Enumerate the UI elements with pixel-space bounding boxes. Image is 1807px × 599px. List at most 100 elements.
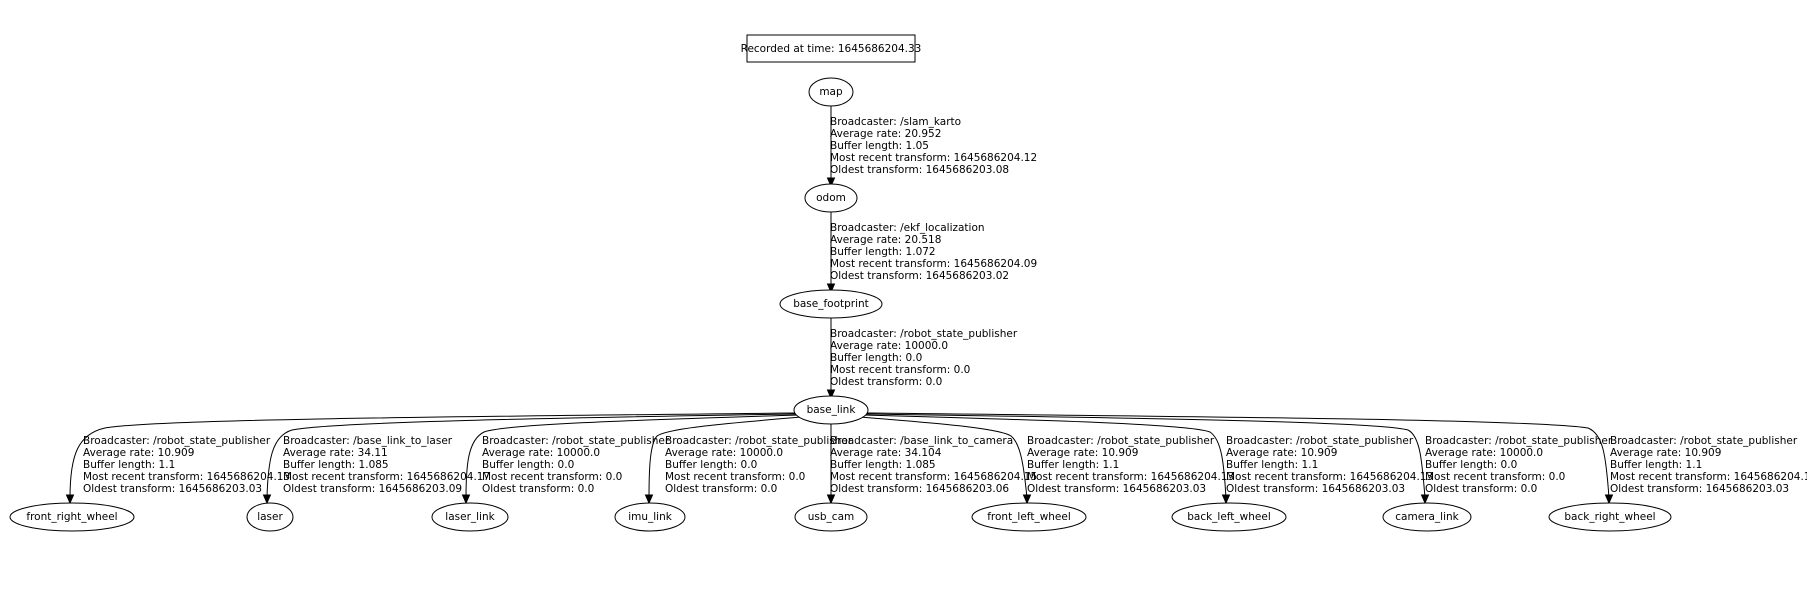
- label-recent: Most recent transform: 1645686204.09: [830, 258, 1037, 270]
- node-base-link[interactable]: base_link: [793, 395, 869, 425]
- label-recent: Most recent transform: 0.0: [1425, 471, 1565, 483]
- label-odom-base-footprint: Broadcaster: /ekf_localization Average r…: [830, 222, 1037, 282]
- node-label: base_footprint: [793, 298, 869, 310]
- node-label: map: [819, 86, 843, 98]
- node-shape: [614, 502, 686, 532]
- edge-line: [648, 416, 803, 499]
- node-shape: [1171, 502, 1287, 532]
- label-broadcaster: Broadcaster: /robot_state_publisher: [482, 435, 670, 447]
- node-odom[interactable]: odom: [804, 183, 858, 213]
- node-label: back_left_wheel: [1187, 511, 1271, 523]
- node-usb-cam[interactable]: usb_cam: [794, 502, 868, 532]
- label-buffer: Buffer length: 1.05: [830, 140, 929, 152]
- label-oldest: Oldest transform: 1645686203.02: [830, 270, 1009, 282]
- label-broadcaster: Broadcaster: /robot_state_publisher: [1027, 435, 1215, 447]
- label-oldest: Oldest transform: 1645686203.09: [283, 483, 462, 495]
- label-recent: Most recent transform: 0.0: [830, 364, 970, 376]
- edge-base-footprint-base-link: [826, 318, 836, 400]
- edge-arrowhead: [1221, 494, 1231, 505]
- node-shape: [1548, 502, 1672, 532]
- edge-arrowhead: [1420, 494, 1430, 505]
- label-rate: Average rate: 10000.0: [482, 447, 600, 459]
- node-shape: [793, 395, 869, 425]
- label-recent: Most recent transform: 1645686204.13: [1610, 471, 1807, 483]
- edge-line: [859, 416, 1028, 499]
- label-broadcaster: Broadcaster: /base_link_to_laser: [283, 435, 453, 447]
- edge-base-link-front-left-wheel: [859, 416, 1032, 505]
- node-shape: [804, 183, 858, 213]
- node-label: laser_link: [445, 511, 495, 523]
- label-base-link-laser-link: Broadcaster: /robot_state_publisher Aver…: [482, 435, 670, 495]
- label-base-link-laser: Broadcaster: /base_link_to_laser Average…: [283, 435, 490, 495]
- node-imu-link[interactable]: imu_link: [614, 502, 686, 532]
- edge-line: [266, 413, 797, 499]
- label-rate: Average rate: 10000.0: [830, 340, 948, 352]
- label-oldest: Oldest transform: 1645686203.03: [1610, 483, 1789, 495]
- edge-arrowhead: [461, 494, 471, 505]
- node-label: front_right_wheel: [26, 511, 117, 523]
- edge-base-link-camera-link: [865, 413, 1430, 505]
- edge-base-link-back-right-wheel: [866, 412, 1614, 505]
- node-label: laser: [257, 511, 283, 523]
- node-base-footprint[interactable]: base_footprint: [779, 289, 883, 319]
- node-label: camera_link: [1395, 511, 1459, 523]
- label-rate: Average rate: 34.11: [283, 447, 388, 459]
- label-base-link-camera-link: Broadcaster: /robot_state_publisher Aver…: [1425, 435, 1613, 495]
- label-rate: Average rate: 10.909: [83, 447, 194, 459]
- label-oldest: Oldest transform: 1645686203.03: [1226, 483, 1405, 495]
- node-front-left-wheel[interactable]: front_left_wheel: [971, 502, 1087, 532]
- node-shape: [971, 502, 1087, 532]
- edge-base-link-laser: [262, 413, 797, 505]
- label-recent: Most recent transform: 0.0: [665, 471, 805, 483]
- edge-base-link-back-left-wheel: [863, 414, 1231, 505]
- node-back-right-wheel[interactable]: back_right_wheel: [1548, 502, 1672, 532]
- label-broadcaster: Broadcaster: /robot_state_publisher: [1610, 435, 1798, 447]
- node-map[interactable]: map: [808, 77, 854, 107]
- label-buffer: Buffer length: 1.1: [1226, 459, 1318, 471]
- node-shape: [808, 77, 854, 107]
- edge-line: [465, 414, 799, 499]
- label-buffer: Buffer length: 1.085: [830, 459, 936, 471]
- label-buffer: Buffer length: 0.0: [1425, 459, 1517, 471]
- label-broadcaster: Broadcaster: /robot_state_publisher: [830, 328, 1018, 340]
- node-back-left-wheel[interactable]: back_left_wheel: [1171, 502, 1287, 532]
- label-broadcaster: Broadcaster: /robot_state_publisher: [1425, 435, 1613, 447]
- edge-base-link-laser-link: [461, 414, 799, 505]
- edge-odom-base-footprint: [826, 212, 836, 294]
- node-laser-link[interactable]: laser_link: [431, 502, 509, 532]
- label-map-odom: Broadcaster: /slam_karto Average rate: 2…: [830, 116, 1037, 176]
- node-shape: [1382, 502, 1472, 532]
- label-buffer: Buffer length: 0.0: [830, 352, 922, 364]
- label-buffer: Buffer length: 1.1: [1610, 459, 1702, 471]
- label-buffer: Buffer length: 1.072: [830, 246, 936, 258]
- label-rate: Average rate: 10.909: [1226, 447, 1337, 459]
- label-buffer: Buffer length: 1.1: [83, 459, 175, 471]
- label-broadcaster: Broadcaster: /slam_karto: [830, 116, 961, 128]
- edge-arrowhead: [826, 494, 836, 505]
- node-label: base_link: [807, 404, 857, 416]
- node-camera-link[interactable]: camera_link: [1382, 502, 1472, 532]
- label-oldest: Oldest transform: 1645686203.06: [830, 483, 1009, 495]
- label-recent: Most recent transform: 1645686204.13: [83, 471, 290, 483]
- label-oldest: Oldest transform: 1645686203.03: [83, 483, 262, 495]
- edge-base-link-usb-cam: [826, 424, 836, 505]
- label-oldest: Oldest transform: 0.0: [830, 376, 942, 388]
- label-recent: Most recent transform: 1645686204.17: [283, 471, 490, 483]
- label-oldest: Oldest transform: 0.0: [665, 483, 777, 495]
- edge-line: [866, 412, 1610, 499]
- edge-line: [865, 413, 1426, 499]
- node-front-right-wheel[interactable]: front_right_wheel: [9, 502, 135, 532]
- edge-arrowhead: [262, 494, 272, 505]
- label-recent: Most recent transform: 1645686204.12: [830, 152, 1037, 164]
- label-recent: Most recent transform: 0.0: [482, 471, 622, 483]
- label-rate: Average rate: 10.909: [1610, 447, 1721, 459]
- node-shape: [9, 502, 135, 532]
- label-rate: Average rate: 20.952: [830, 128, 941, 140]
- recorded-time-label: Recorded at time: 1645686204.33: [741, 43, 922, 55]
- node-laser[interactable]: laser: [246, 502, 294, 532]
- edge-base-link-imu-link: [644, 416, 803, 505]
- label-base-link-usb-cam: Broadcaster: /base_link_to_camera Averag…: [830, 435, 1037, 495]
- edge-arrowhead: [826, 177, 836, 188]
- label-broadcaster: Broadcaster: /ekf_localization: [830, 222, 985, 234]
